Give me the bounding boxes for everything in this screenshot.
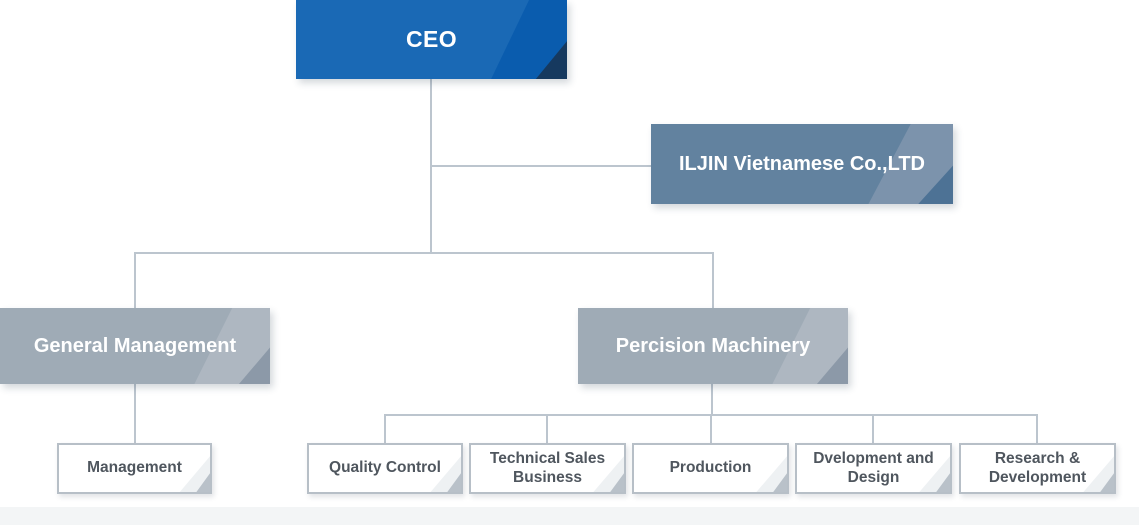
org-node-ceo: CEO (296, 0, 567, 79)
org-node-general-management-label: General Management (33, 334, 237, 357)
connector-drop-general-management (134, 252, 136, 308)
connector-drop-quality-control (384, 414, 386, 443)
org-node-precision-machinery-label: Percision Machinery (615, 334, 811, 357)
connector-ceo-to-subsidiary (430, 165, 651, 167)
org-node-quality-control-label: Quality Control (329, 459, 441, 477)
connector-general-management-stem (134, 384, 136, 443)
org-node-research-and-development: Research & Development (959, 443, 1116, 494)
org-node-development-and-design: Dvelopment and Design (795, 443, 952, 494)
org-node-management-label: Management (87, 459, 182, 477)
org-node-technical-sales-business-label: Technical Sales Business (489, 450, 606, 486)
org-node-ceo-label: CEO (405, 26, 458, 52)
section-bottom-edge (0, 507, 1139, 525)
org-node-general-management: General Management (0, 308, 270, 384)
connector-drop-development-design (872, 414, 874, 443)
connector-drop-precision-machinery (712, 252, 714, 308)
org-node-quality-control: Quality Control (307, 443, 463, 494)
connector-level2-bar (134, 252, 714, 254)
org-node-development-and-design-label: Dvelopment and Design (813, 450, 934, 486)
connector-drop-research-development (1036, 414, 1038, 443)
org-node-research-and-development-label: Research & Development (988, 450, 1087, 486)
org-node-subsidiary: ILJIN Vietnamese Co.,LTD (651, 124, 953, 204)
org-node-subsidiary-label: ILJIN Vietnamese Co.,LTD (679, 152, 925, 175)
org-node-production-label: Production (669, 459, 752, 477)
org-node-precision-machinery: Percision Machinery (578, 308, 848, 384)
connector-drop-production (710, 414, 712, 443)
org-node-technical-sales-business: Technical Sales Business (469, 443, 626, 494)
connector-drop-technical-sales (546, 414, 548, 443)
org-node-management: Management (57, 443, 212, 494)
connector-precision-machinery-stem (711, 384, 713, 415)
org-node-production: Production (632, 443, 789, 494)
